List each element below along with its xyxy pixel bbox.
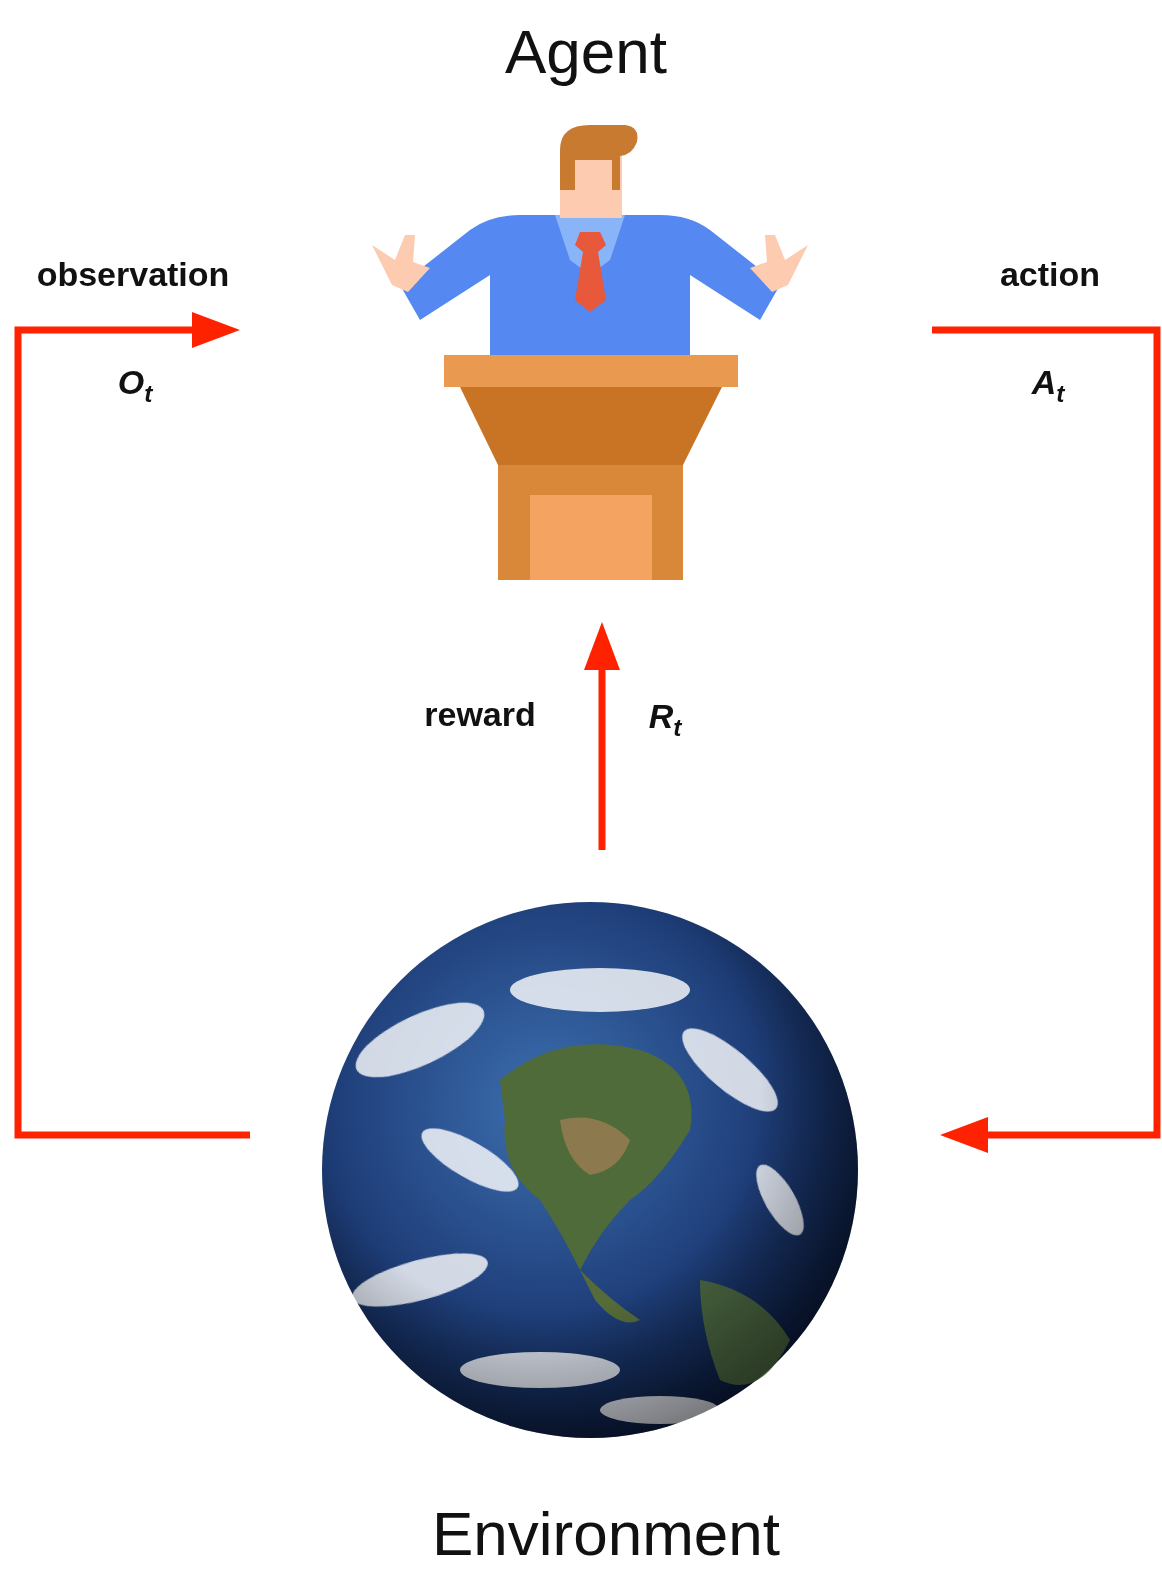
arrowhead bbox=[584, 622, 620, 670]
agent-node: Agent bbox=[240, 10, 932, 622]
connector-line bbox=[932, 330, 1157, 1135]
agent-figure bbox=[372, 125, 808, 580]
edge-label: action bbox=[1000, 256, 1100, 293]
symbol-label: At bbox=[1032, 364, 1065, 407]
earth-globe bbox=[322, 902, 858, 1438]
edge-label: observation bbox=[37, 256, 230, 293]
connector-arrow bbox=[932, 330, 1157, 1153]
node-heading: Environment bbox=[272, 1500, 940, 1568]
arrowhead bbox=[940, 1117, 988, 1153]
symbol-label: Rt bbox=[649, 698, 682, 741]
node-heading: Agent bbox=[240, 18, 932, 86]
symbol-label: Ot bbox=[118, 364, 153, 407]
environment-node: Environment bbox=[250, 850, 940, 1570]
arrowhead bbox=[192, 312, 240, 348]
connector-arrow bbox=[18, 312, 250, 1135]
edge-label: reward bbox=[424, 696, 536, 733]
connector-arrow bbox=[584, 622, 620, 850]
connector-line bbox=[599, 662, 606, 850]
connector-line bbox=[18, 330, 250, 1135]
